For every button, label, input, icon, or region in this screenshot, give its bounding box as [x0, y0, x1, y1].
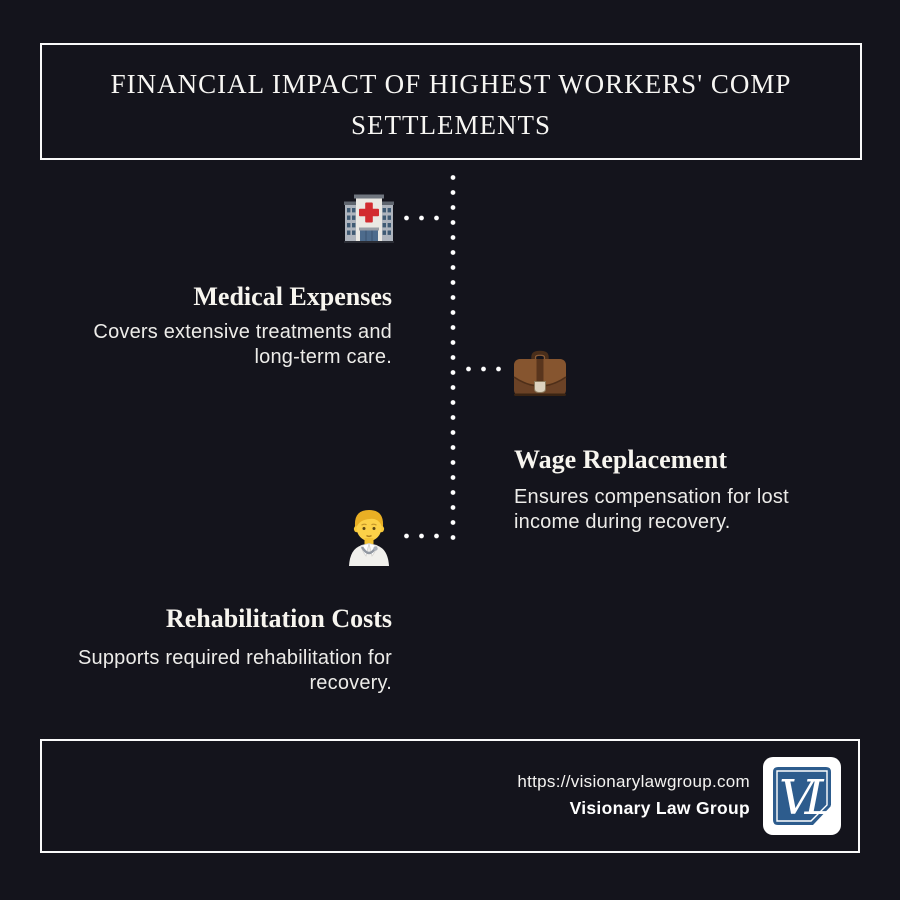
page-title-line1: FINANCIAL IMPACT OF HIGHEST WORKERS' COM…	[110, 68, 792, 99]
section-desc-rehabilitation-costs: Supports required rehabilitation for rec…	[40, 646, 392, 696]
title-box: FINANCIAL IMPACT OF HIGHEST WORKERS' COM…	[40, 43, 862, 160]
company-name: Visionary Law Group	[569, 798, 750, 818]
timeline-dotted-line	[450, 170, 456, 542]
section-heading-rehabilitation-costs: Rehabilitation Costs	[165, 604, 392, 633]
footer-text-block: https://visionarylawgroup.com Visionary …	[517, 771, 750, 819]
desc-line: income during recovery.	[514, 511, 731, 533]
desc-line: Covers extensive treatments and	[93, 321, 392, 343]
logo-monogram: VL	[779, 770, 834, 826]
section-heading-wage-replacement: Wage Replacement	[514, 445, 728, 474]
connector-dots-rehab	[399, 533, 444, 539]
briefcase-icon	[513, 350, 567, 404]
company-logo: VL	[763, 757, 841, 835]
connector-dots-wage	[461, 366, 506, 372]
section-desc-wage-replacement: Ensures compensation for lost income dur…	[514, 485, 860, 535]
health-worker-icon	[346, 506, 392, 571]
section-heading-medical-expenses: Medical Expenses	[193, 282, 392, 311]
desc-line: Supports required rehabilitation for	[77, 647, 392, 669]
website-url[interactable]: https://visionarylawgroup.com	[517, 772, 750, 791]
desc-line: Ensures compensation for lost	[514, 486, 789, 508]
section-desc-medical-expenses: Covers extensive treatments and long-ter…	[20, 320, 392, 370]
footer-box	[40, 739, 860, 853]
desc-line: recovery.	[309, 672, 392, 694]
page-title-line2: SETTLEMENTS	[351, 109, 551, 140]
desc-line: long-term care.	[254, 346, 392, 368]
connector-dots-medical	[399, 215, 444, 221]
hospital-icon	[344, 191, 394, 249]
